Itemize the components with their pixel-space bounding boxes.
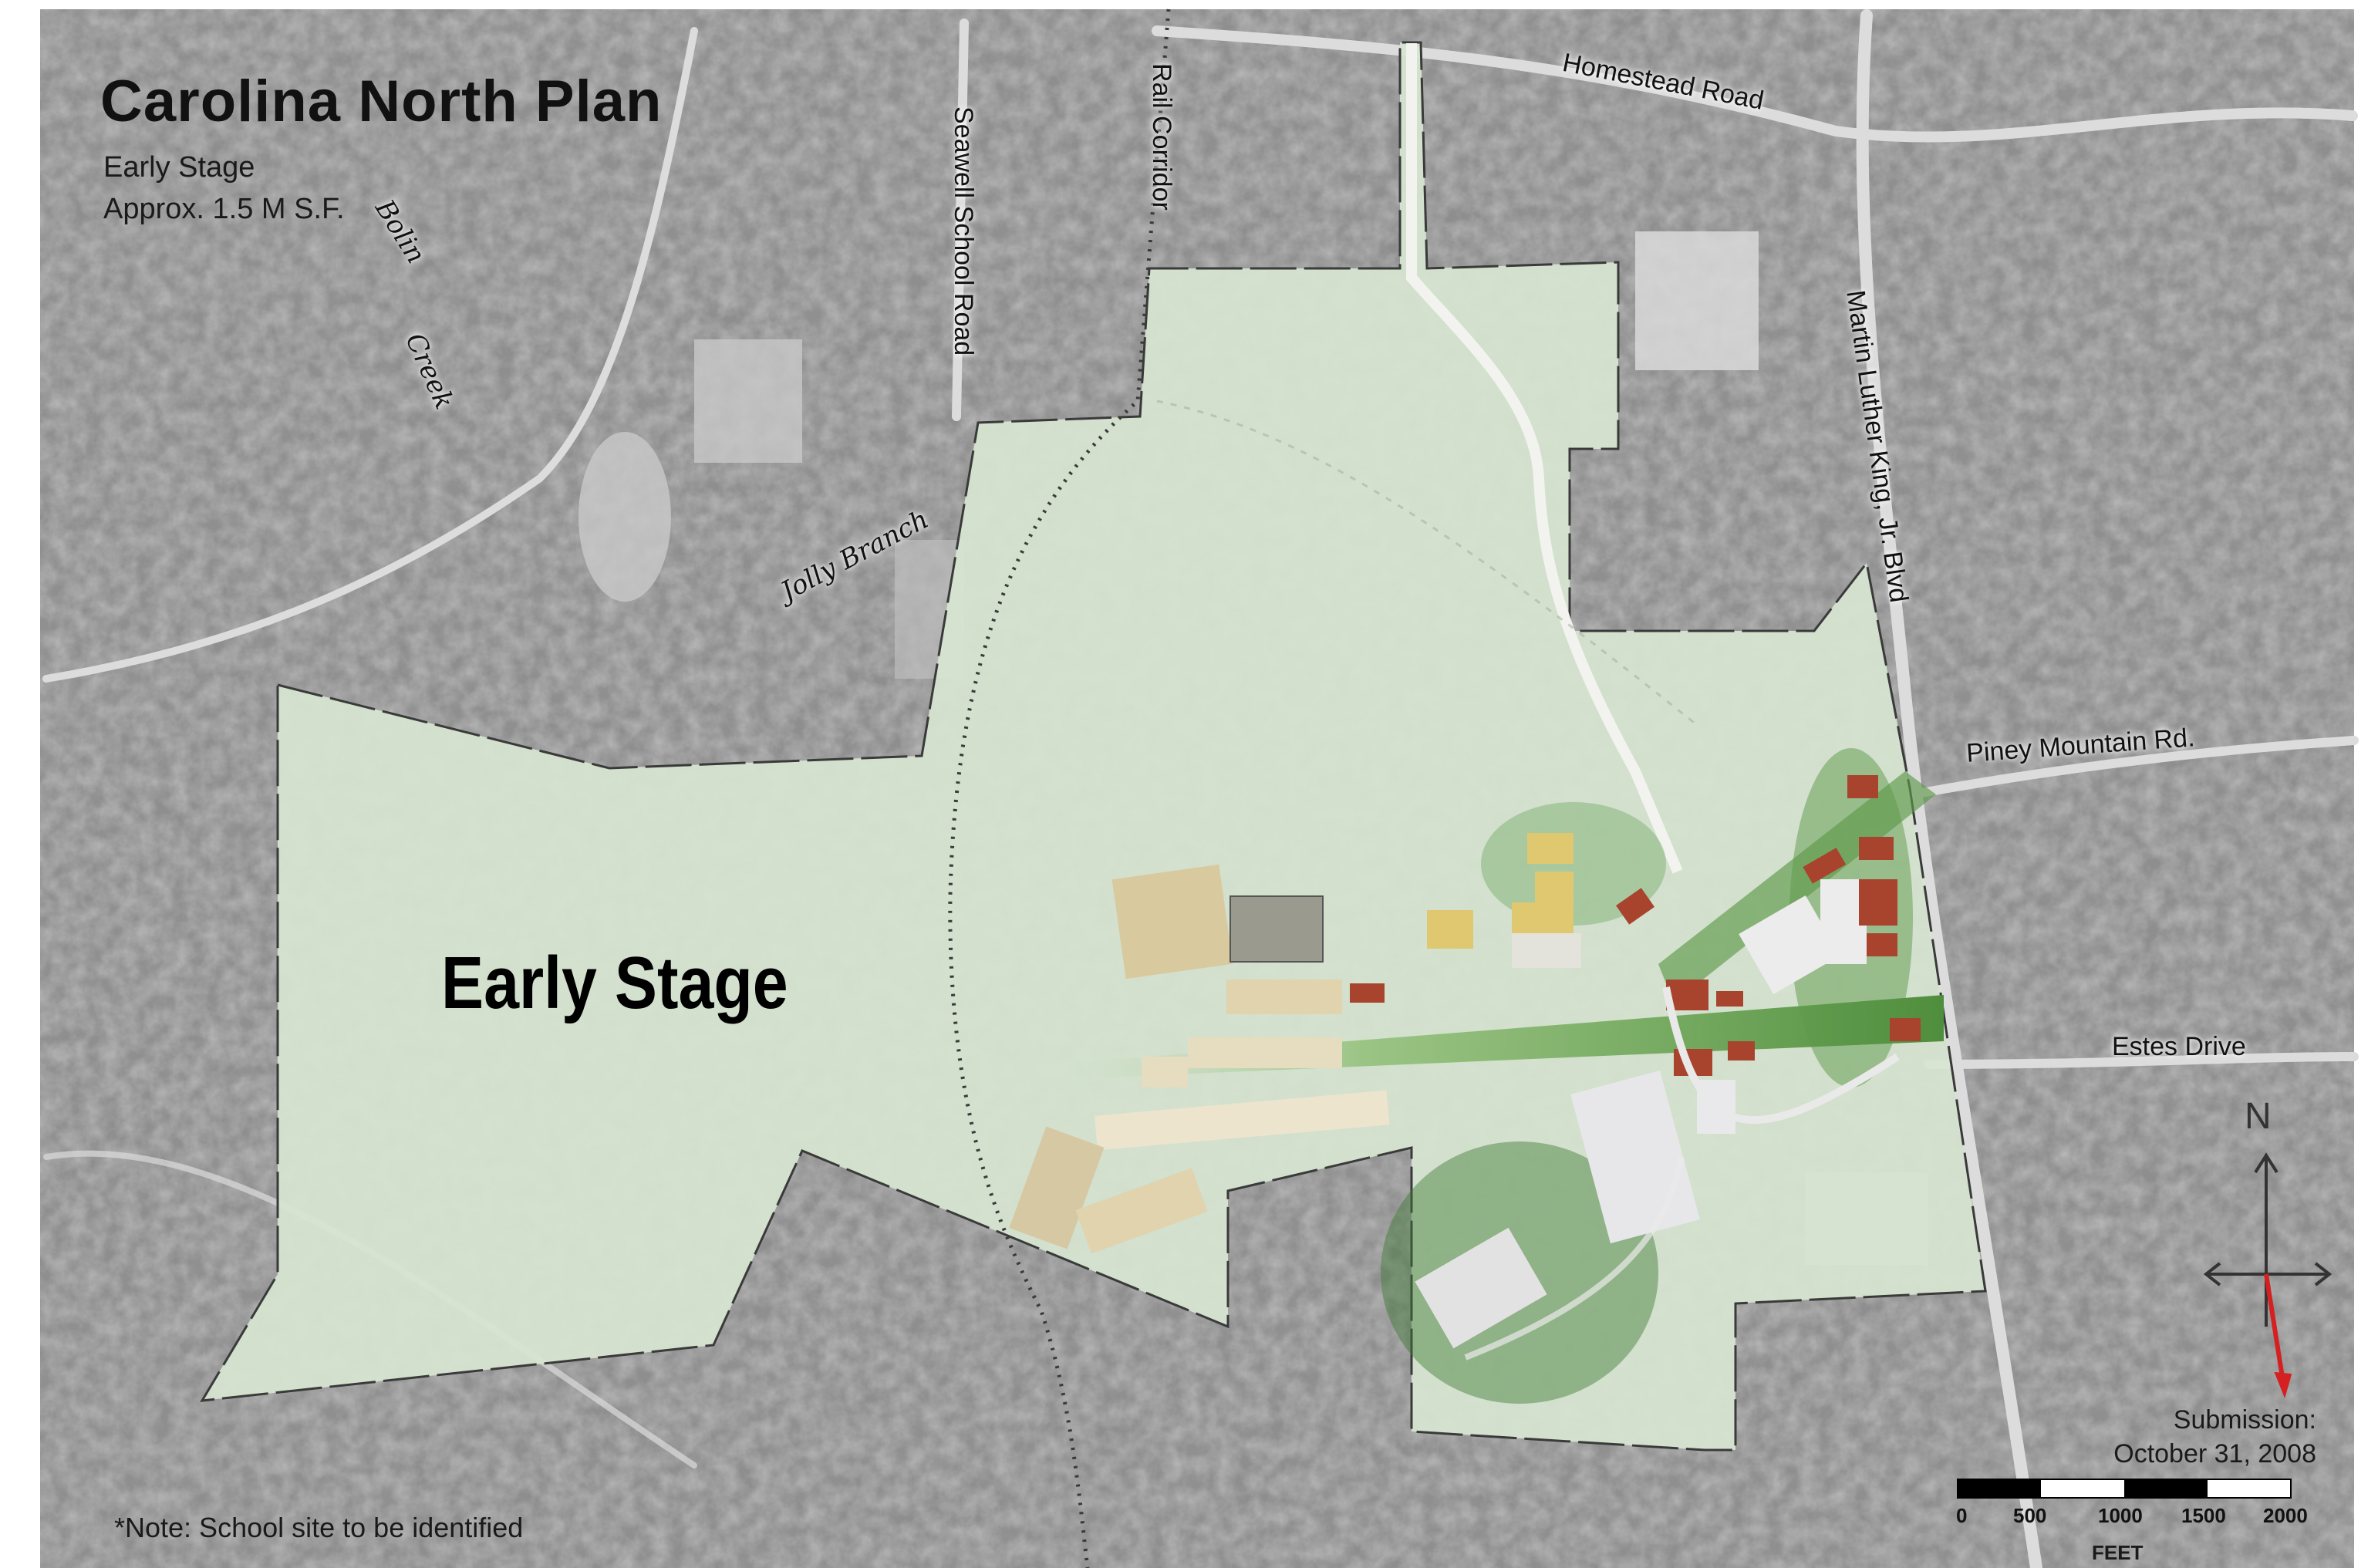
stage-subtitle: Early Stage <box>103 151 255 184</box>
scale-tick: 1000 <box>2098 1504 2143 1527</box>
school-site-note: *Note: School site to be identified <box>114 1512 524 1543</box>
campus-development <box>1009 748 1944 1404</box>
road-network <box>42 9 2359 1568</box>
north-trail <box>1406 43 1683 874</box>
scale-tick: 0 <box>1956 1504 1968 1527</box>
map-title: Carolina North Plan <box>100 69 663 134</box>
submission-label: Submission: <box>2173 1405 2316 1435</box>
scale-bar <box>1957 1479 2292 1499</box>
site-boundary <box>200 41 1987 1452</box>
rail-corridor-label: Rail Corridor <box>1147 63 1176 211</box>
scale-tick: 500 <box>2013 1504 2047 1527</box>
area-subtitle: Approx. 1.5 M S.F. <box>103 193 345 225</box>
submission-date: October 31, 2008 <box>2113 1439 2316 1469</box>
estes-drive-label: Estes Drive <box>2112 1032 2246 1061</box>
scale-tick: 1500 <box>2181 1504 2226 1527</box>
scale-tick: 2000 <box>2263 1504 2308 1527</box>
early-stage-area-label: Early Stage <box>441 942 788 1024</box>
scale-unit-label: FEET <box>2092 1541 2144 1564</box>
north-label: N <box>2245 1096 2272 1137</box>
seawell-school-road-label: Seawell School Road <box>949 106 978 356</box>
north-arrow <box>2203 1152 2332 1399</box>
